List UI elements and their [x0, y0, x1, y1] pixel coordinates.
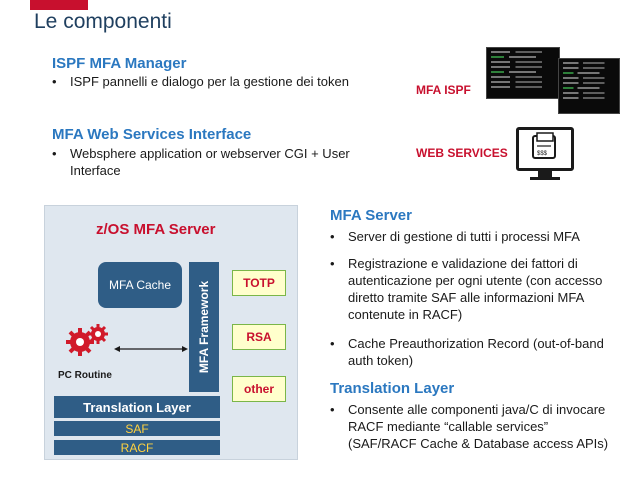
racf-bar: RACF [54, 440, 220, 456]
monitor-base [530, 177, 560, 180]
webservices-section-title: MFA Web Services Interface [52, 126, 252, 143]
diagram-title: z/OS MFA Server [96, 221, 216, 238]
server-bullet: Cache Preauthorization Record (out-of-ba… [330, 335, 620, 369]
terminal-screen-image [486, 47, 560, 99]
server-section-title: MFA Server [330, 207, 412, 224]
web-services-label: WEB SERVICES [416, 146, 508, 160]
algo-totp: TOTP [232, 270, 286, 296]
ispf-bullet: ISPF pannelli e dialogo per la gestione … [52, 73, 352, 90]
terminal-screen-image [558, 58, 620, 114]
algo-rsa: RSA [232, 324, 286, 350]
translation-layer-bar: Translation Layer [54, 396, 220, 418]
accent-bar [30, 0, 88, 10]
translation-bullet: Consente alle componenti java/C di invoc… [330, 401, 620, 459]
mfa-cache-box: MFA Cache [98, 262, 182, 308]
mfa-ispf-label: MFA ISPF [416, 83, 471, 97]
monitor-stand [538, 171, 552, 178]
mfa-framework-box [189, 262, 219, 392]
pc-routine-label: PC Routine [58, 370, 112, 381]
saf-bar: SAF [54, 421, 220, 437]
translation-section-title: Translation Layer [330, 380, 455, 397]
server-bullet: Server di gestione di tutti i processi M… [330, 228, 620, 245]
mfa-framework-label: MFA Framework [197, 280, 211, 374]
monitor-icon: $$$ [516, 127, 574, 171]
svg-text:$$$: $$$ [537, 151, 548, 157]
double-arrow-icon [114, 346, 188, 352]
server-bullet: Registrazione e validazione dei fattori … [330, 255, 620, 323]
algo-other: other [232, 376, 286, 402]
ispf-section-title: ISPF MFA Manager [52, 55, 187, 72]
webservices-bullet: Websphere application or webserver CGI +… [52, 145, 352, 179]
slide-title: Le componenti [34, 10, 172, 33]
gears-icon [66, 324, 108, 356]
